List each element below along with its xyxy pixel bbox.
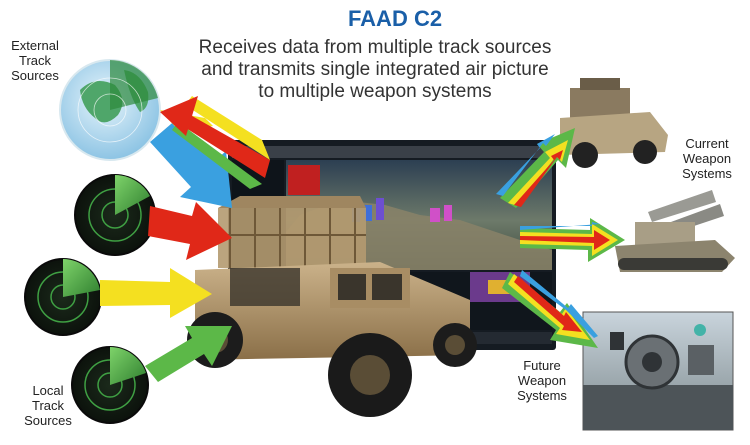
future-weapon-photo [582,311,734,431]
current-weapon-tracked-launcher [615,190,735,272]
arrow-to-future [502,270,598,348]
arrow-local-green [145,326,232,382]
local-label-line-3: Sources [24,413,72,428]
arrow-external-blue [150,118,232,208]
page-title: FAAD C2 [347,6,443,31]
current-label-line-2: Weapon [682,151,732,166]
future-label-line-1: Future [523,358,561,373]
current-label-line-1: Current [685,136,729,151]
arrow-local-red [148,202,232,260]
local-label-line-2: Track [31,398,65,413]
future-weapons-label: Future Weapon Systems [510,358,574,403]
current-label-line-3: Systems [682,166,732,181]
external-label-line-3: Sources [11,68,59,83]
local-radar-3 [71,346,149,424]
subtitle-line-2: and transmits single integrated air pict… [201,59,549,80]
arrow-external-rgy [160,96,270,189]
arrow-to-avenger [496,128,575,208]
subtitle-line-3: to multiple weapon systems [258,81,492,102]
local-sources-label: Local Track Sources [20,383,76,428]
subtitle: Receives data from multiple track source… [140,37,610,103]
future-label-line-2: Weapon [517,373,567,388]
current-weapon-avenger [560,78,668,168]
subtitle-line-1: Receives data from multiple track source… [198,37,552,58]
external-sources-label: External Track Sources [4,38,66,83]
external-label-line-1: External [11,38,59,53]
arrow-local-yellow [100,268,212,318]
external-track-globe [59,59,161,161]
local-radar-1 [74,174,156,256]
local-radar-2 [24,258,102,336]
current-weapons-label: Current Weapon Systems [672,136,742,181]
future-label-line-3: Systems [517,388,567,403]
arrow-to-tracked-launcher [520,218,625,262]
external-label-line-2: Track [18,53,52,68]
local-label-line-1: Local [32,383,64,398]
